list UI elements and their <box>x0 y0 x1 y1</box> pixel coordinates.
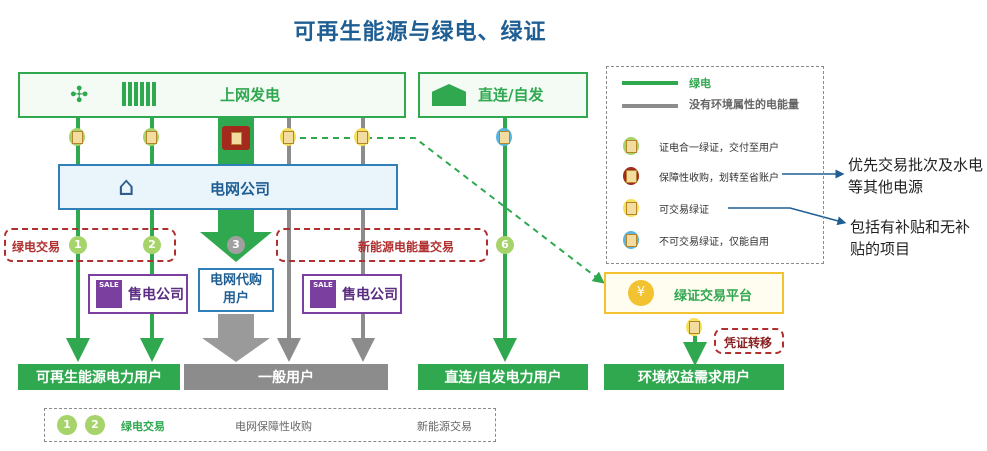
grid-generation-box: ✣ 上网发电 <box>18 72 406 118</box>
green-cert-platform: ¥ 绿证交易平台 <box>604 272 784 314</box>
cert-green-1 <box>69 128 85 146</box>
cert-red <box>222 126 250 150</box>
green-trade-label: 绿电交易 <box>12 240 61 254</box>
direct-box: 直连/自发 <box>418 72 588 118</box>
general-users-bar: 一般用户 <box>184 364 388 390</box>
side-arrow-2 <box>728 207 847 226</box>
legend-cert-yellow-icon <box>623 199 639 217</box>
cert-yellow-platform <box>686 318 702 336</box>
legend-cert-blue-icon <box>623 231 639 249</box>
bottom-badge-1: 1 <box>57 415 77 435</box>
badge-3: 3 <box>227 236 245 254</box>
new-energy-trade-label: 新能源电能量交易 <box>358 240 455 254</box>
power-tower-icon: ⌂ <box>118 172 135 202</box>
grid-generation-label: 上网发电 <box>220 86 281 104</box>
badge-6: 6 <box>496 236 514 254</box>
cert-yellow-1 <box>280 128 296 146</box>
badge-1: 1 <box>69 236 87 254</box>
wind-turbine-icon: ✣ <box>70 83 89 108</box>
cert-yellow-2 <box>354 128 370 146</box>
cert-blue <box>496 128 512 146</box>
bottom-badge-2: 2 <box>85 415 105 435</box>
badge-2: 2 <box>143 236 161 254</box>
sale-icon-2: SALE <box>310 280 336 308</box>
legend-item-2: 保障性收购，划转至省账户 <box>659 173 779 184</box>
solar-panel-icon <box>122 82 156 106</box>
sales-company-label-2: 售电公司 <box>342 287 398 303</box>
sales-company-1: SALE 售电公司 <box>88 274 188 314</box>
yen-icon: ¥ <box>628 280 654 306</box>
side-note-2: 包括有补贴和无补贴的项目 <box>850 218 971 258</box>
legend-gray-label: 没有环境属性的电能量 <box>689 98 799 111</box>
dashed-cert-line <box>300 137 605 284</box>
legend-panel: 绿电 没有环境属性的电能量 证电合一绿证，交付至用户 保障性收购，划转至省账户 … <box>606 66 824 264</box>
new-energy-trade-box: 新能源电能量交易 <box>276 228 488 262</box>
side-note-1: 优先交易批次及水电等其他电源 <box>848 156 984 196</box>
bottom-legend-new-energy: 新能源交易 <box>417 420 472 433</box>
legend-green-label: 绿电 <box>689 77 711 90</box>
direct-users-bar: 直连/自发电力用户 <box>418 364 588 390</box>
sale-icon-1: SALE <box>96 280 122 308</box>
legend-item-4: 不可交易绿证，仅能自用 <box>659 237 769 248</box>
legend-cert-green-icon <box>623 137 639 155</box>
cert-green-2 <box>143 128 159 146</box>
transfer-label: 凭证转移 <box>724 336 773 350</box>
grid-company-box: ⌂ 电网公司 <box>58 164 398 210</box>
legend-item-1: 证电合一绿证，交付至用户 <box>659 143 779 154</box>
grid-company-label: 电网公司 <box>210 180 271 198</box>
big-gray-arrow <box>202 314 270 362</box>
legend-cert-red-icon <box>623 167 639 185</box>
page-title: 可再生能源与绿电、绿证 <box>293 20 547 45</box>
green-trade-box: 绿电交易 <box>4 228 176 262</box>
agency-box: 电网代购用户 <box>198 268 274 312</box>
legend-item-3: 可交易绿证 <box>659 205 709 216</box>
direct-label: 直连/自发 <box>478 86 544 104</box>
renewable-users-bar: 可再生能源电力用户 <box>18 364 180 390</box>
bottom-legend: 1 2 绿电交易 电网保障性收购 新能源交易 <box>44 408 496 442</box>
bottom-legend-guarantee: 电网保障性收购 <box>235 420 312 433</box>
factory-icon <box>432 84 466 106</box>
sales-company-2: SALE 售电公司 <box>302 274 402 314</box>
platform-label: 绿证交易平台 <box>674 289 753 304</box>
transfer-box: 凭证转移 <box>714 328 784 354</box>
bottom-legend-green: 绿电交易 <box>121 420 165 433</box>
env-users-bar: 环境权益需求用户 <box>604 364 784 390</box>
sales-company-label-1: 售电公司 <box>128 287 184 303</box>
